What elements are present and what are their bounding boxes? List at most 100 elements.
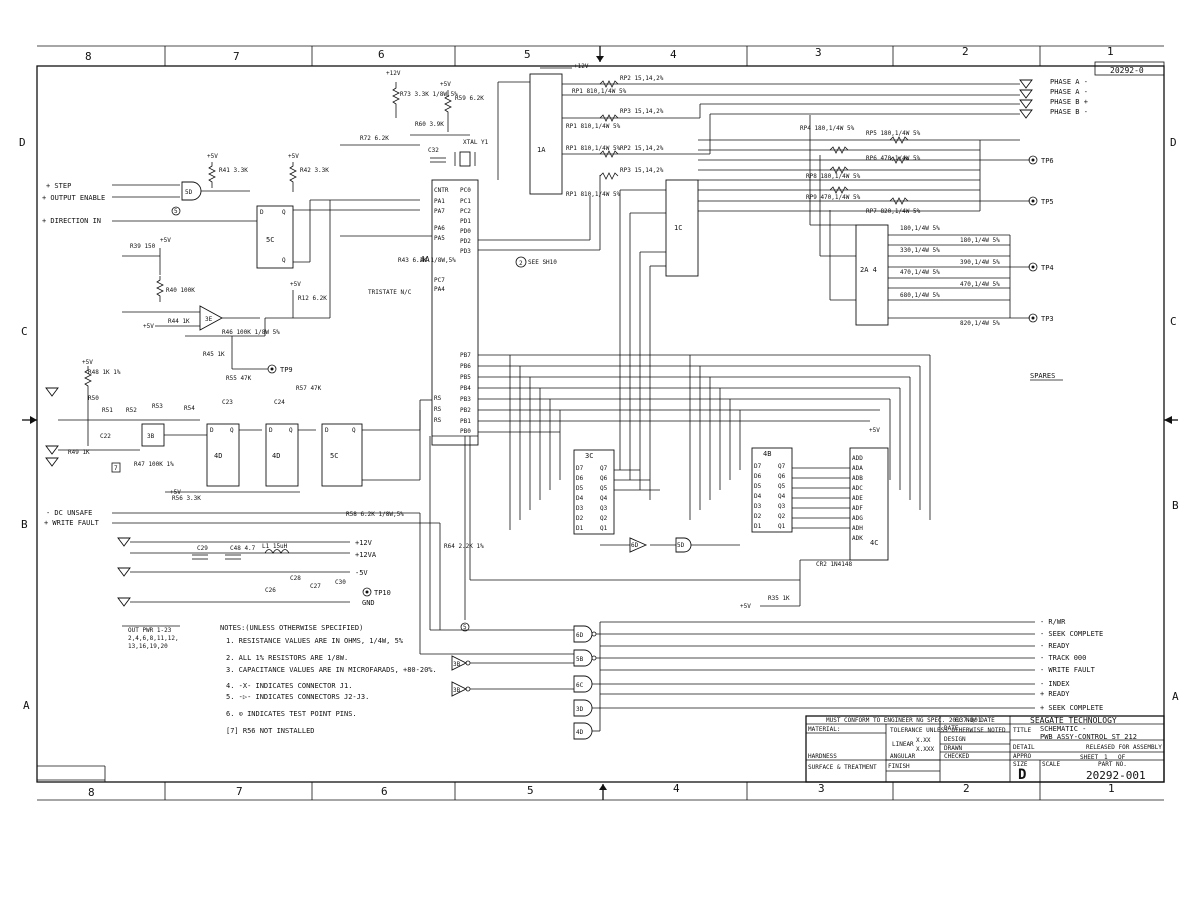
rp9-label: RP9 470,1/4W 5% xyxy=(806,194,861,201)
crystal-y1: XTAL Y1 C32 xyxy=(428,139,489,167)
addr-pin: ADC xyxy=(852,485,863,492)
spares-label: SPARES xyxy=(1030,372,1055,380)
output-write-fault-label: - WRITE FAULT xyxy=(1040,666,1096,674)
chip-1c: 1C xyxy=(619,179,699,500)
pin-label: PA6 xyxy=(434,225,445,232)
tristate-label: TRISTATE N/C xyxy=(368,289,412,296)
zone-column-labels-bottom: 8 7 6 5 4 3 2 1 xyxy=(88,782,1115,799)
zone-row-label: B xyxy=(1172,499,1179,512)
rp-val: 820,1/4W 5% xyxy=(960,320,1000,327)
svg-text:D: D xyxy=(269,427,273,434)
r46-label: R46 100K 1/8W 5% xyxy=(222,329,280,336)
gate-label: 5D xyxy=(185,189,193,196)
rail-5v-c: +5V xyxy=(740,603,751,610)
svg-text:Q: Q xyxy=(282,257,286,264)
pin-label: RS xyxy=(434,395,442,402)
svg-text:+5V: +5V xyxy=(290,281,301,288)
chip-1a: 1A +12V xyxy=(497,63,589,195)
pin-label: PB5 xyxy=(460,374,471,381)
note-sub: 2,4,6,8,11,12, xyxy=(128,635,179,642)
bus-pin: Q7 xyxy=(600,465,608,472)
r64-label: R64 2.2K 1% xyxy=(444,543,484,550)
addr-pin: ADG xyxy=(852,515,863,522)
zone-col-label: 5 xyxy=(524,48,531,61)
analog-section: R39 150 +5V R40 100K 3E +5V R44 1K R46 1… xyxy=(122,200,331,370)
gate-label: 5B xyxy=(576,656,584,663)
svg-text:+5V: +5V xyxy=(82,359,93,366)
pin-label: PA1 xyxy=(434,198,445,205)
pin-label: PD2 xyxy=(460,238,471,245)
r39-label: R39 150 xyxy=(130,243,156,250)
bus-pin: Q6 xyxy=(778,473,786,480)
rp-val: 470,1/4W 5% xyxy=(960,281,1000,288)
tb-checked: CHECKED xyxy=(944,753,970,760)
notes-block: NOTES:(UNLESS OTHERWISE SPECIFIED) 1. RE… xyxy=(122,624,437,735)
pin-label: PB4 xyxy=(460,385,471,392)
pin-label: PB7 xyxy=(460,352,471,359)
zone-row-label: D xyxy=(1170,136,1177,149)
zone-col-label: 6 xyxy=(381,785,388,798)
output-ready-label: - READY xyxy=(1040,642,1070,650)
rp7-label: RP7 820,1/4W 5% xyxy=(866,208,921,215)
tb-scale: SCALE xyxy=(1042,761,1060,768)
tb-title-line1: SCHEMATIC - xyxy=(1040,725,1086,733)
bus-pin: Q5 xyxy=(600,485,608,492)
title-block: MUST CONFORM TO ENGINEER NG SPEC. 20137-… xyxy=(805,715,1165,783)
bus-pin: Q5 xyxy=(778,483,786,490)
r49-label: R49 1K xyxy=(68,449,90,456)
note-item: 4. -X- INDICATES CONNECTOR J1. xyxy=(226,682,352,690)
addr-pin: ADH xyxy=(852,525,863,532)
chip-3c: 3C D7 D6 D5 D4 D3 D2 D1 Q7 Q6 Q5 Q4 Q3 Q… xyxy=(573,449,660,535)
pb-bus-wires xyxy=(478,354,931,530)
svg-text:Q: Q xyxy=(282,209,286,216)
pin-label: PA7 xyxy=(434,208,445,215)
c27-label: C27 xyxy=(310,583,321,590)
bus-pin: D6 xyxy=(576,475,584,482)
r56-label: R56 3.3K xyxy=(172,495,201,502)
tb-part-number: 20292-001 xyxy=(1086,769,1146,782)
rp-val: 330,1/4W 5% xyxy=(900,247,940,254)
svg-text:5: 5 xyxy=(463,624,467,631)
input-output-enable-label: + OUTPUT ENABLE xyxy=(42,194,105,202)
rp1c-label: RP1 810,1/4W 5% xyxy=(566,145,621,152)
tb-title-label: TITLE xyxy=(1013,727,1031,734)
svg-text:+5V: +5V xyxy=(160,237,171,244)
chip-4c: 4C +5V ADD ADA ADB ADC ADE ADF ADG ADH A… xyxy=(849,427,889,561)
rp5-label: RP5 180,1/4W 5% xyxy=(866,130,921,137)
zone-col-label: 7 xyxy=(236,785,243,798)
gate-label: 4D xyxy=(576,729,584,736)
phase-outputs: PHASE A - PHASE A - PHASE B + PHASE B - xyxy=(1019,78,1088,119)
bus-pin: D1 xyxy=(576,525,584,532)
chip-5c-top: 5C QD Q xyxy=(256,199,420,269)
rp1-label: RP1 810,1/4W 5% xyxy=(572,88,627,95)
svg-text:+5V: +5V xyxy=(440,81,451,88)
tp6-label: TP6 xyxy=(1041,157,1054,165)
r47-label: R47 100K 1% xyxy=(134,461,174,468)
pin-label: PD0 xyxy=(460,228,471,235)
r42-label: R42 3.3K xyxy=(300,167,329,174)
bus-pin: Q1 xyxy=(600,525,608,532)
bus-pin: Q7 xyxy=(778,463,786,470)
phase-b-plus-label: PHASE B + xyxy=(1050,98,1088,106)
pin-label: PB3 xyxy=(460,396,471,403)
pin-label: PD3 xyxy=(460,248,471,255)
input-dc-unsafe-label: - DC UNSAFE xyxy=(46,509,92,517)
tb-of: OF xyxy=(1118,754,1126,761)
r50-label: R50 xyxy=(88,395,99,402)
chip-1a-label: 1A xyxy=(537,146,546,154)
tb-design: DESIGN xyxy=(944,736,966,743)
bus-pin: D5 xyxy=(754,483,762,490)
zone-row-label: A xyxy=(1172,690,1179,703)
zone-column-labels-top: 8 7 6 5 4 3 2 1 xyxy=(85,45,1114,63)
chip-2a-label: 2A 4 xyxy=(860,266,877,274)
addr-pin: ADK xyxy=(852,535,863,542)
svg-text:Q: Q xyxy=(352,427,356,434)
phase-a-minus-label-2: PHASE A - xyxy=(1050,88,1088,96)
tb-conform: MUST CONFORM TO ENGINEER NG SPEC. 20137-… xyxy=(826,717,982,724)
output-rwr-label: - R/WR xyxy=(1040,618,1066,626)
bus-pin: D1 xyxy=(754,523,762,530)
pin-label: PA5 xyxy=(434,235,445,242)
note-item: 5. -▷- INDICATES CONNECTORS J2-J3. xyxy=(226,693,369,701)
rp2-label: RP2 15,14,2% xyxy=(620,75,664,82)
